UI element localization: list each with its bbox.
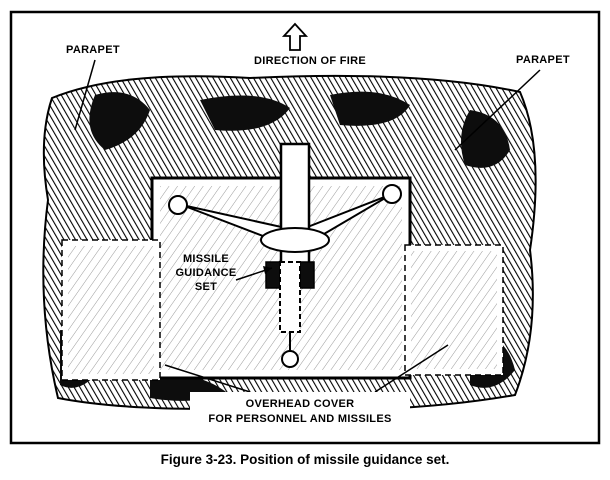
tripod-foot-right [382, 184, 402, 204]
overhead-cover-right-texture [411, 251, 497, 369]
overhead-cover-leader-right [374, 344, 449, 393]
tripod-foot-left [168, 195, 188, 215]
figure-caption: Figure 3-23. Position of missile guidanc… [160, 452, 450, 467]
parapet-leader-right [454, 69, 541, 151]
missile-guidance-set-label-2: GUIDANCE [175, 267, 236, 279]
direction-of-fire-label: DIRECTION OF FIRE [254, 55, 366, 67]
parapet-leader-left [74, 59, 96, 131]
direction-of-fire-arrow [281, 22, 309, 51]
parapet-label-left: PARAPET [66, 44, 120, 56]
missile-guidance-set-label-1: MISSILE [183, 253, 229, 265]
overhead-cover-label-2: FOR PERSONNEL AND MISSILES [208, 413, 391, 425]
overhead-cover-label-1: OVERHEAD COVER [246, 398, 355, 410]
launcher-tripod [168, 142, 402, 268]
missile-guidance-set-label-3: SET [195, 281, 217, 293]
overhead-cover-leader-left [164, 364, 251, 393]
overhead-cover-left-texture [68, 246, 154, 374]
parapet-label-right: PARAPET [516, 54, 570, 66]
missile-guidance-set [265, 261, 315, 368]
